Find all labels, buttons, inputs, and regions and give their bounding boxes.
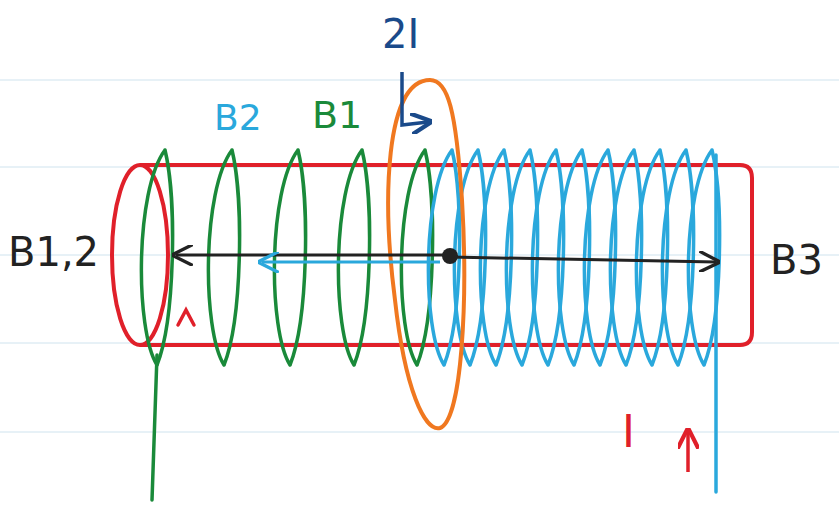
current-arrow-i [686, 432, 690, 472]
field-arrow-left [176, 254, 450, 257]
field-label: B2 [214, 100, 262, 136]
current-label: 2I [382, 14, 419, 54]
current-arrow-green [178, 310, 194, 325]
notebook-lines [0, 80, 839, 432]
coil-turn [428, 150, 459, 365]
coil-lead [152, 355, 157, 500]
coil-turn [141, 150, 172, 365]
coil-turn [274, 150, 305, 365]
field-arrow-b2 [262, 261, 440, 264]
coil-turn [208, 150, 239, 365]
field-arrow-right [450, 257, 716, 262]
current-arrow-2i [402, 72, 428, 125]
coil-lead [714, 155, 718, 492]
coil-turn [338, 150, 369, 365]
center-dot [442, 248, 458, 264]
blue-coil [428, 150, 719, 492]
current-label: I [622, 410, 635, 454]
field-label: B1 [312, 96, 362, 134]
field-label: B3 [770, 240, 823, 280]
field-label: B1,2 [8, 232, 99, 272]
